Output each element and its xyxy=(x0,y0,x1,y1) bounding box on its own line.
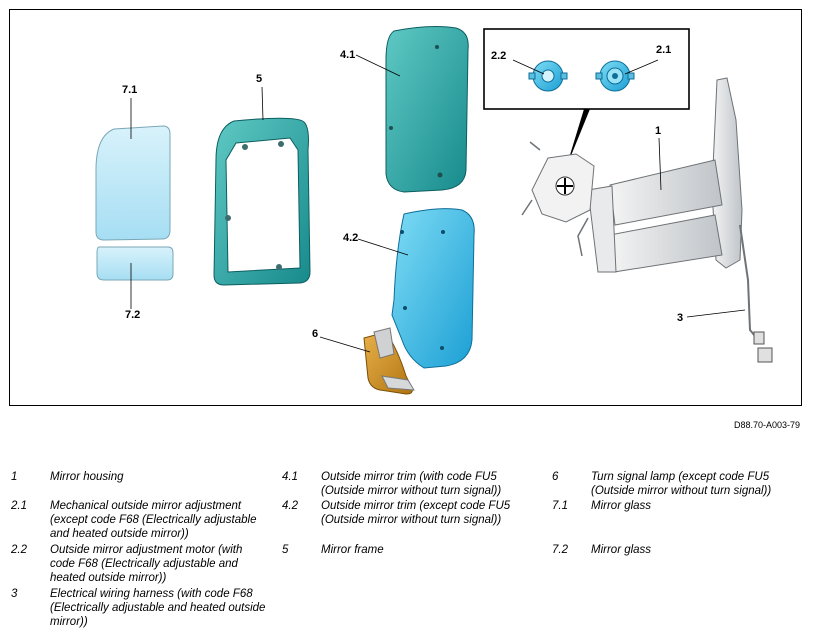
callout-7-1: 7.1 xyxy=(122,84,138,96)
callout-1: 1 xyxy=(655,125,662,137)
legend-description: Outside mirror adjustment motor (with co… xyxy=(50,544,243,584)
legend-number: 7.2 xyxy=(552,544,568,556)
frame-screw xyxy=(278,141,284,147)
callout-7-2: 7.2 xyxy=(125,309,141,321)
legend-description: Mirror frame xyxy=(321,544,384,556)
mirror-glass-upper xyxy=(95,125,171,241)
legend-number: 6 xyxy=(552,471,559,483)
legend-description: Mirror housing xyxy=(50,471,124,483)
legend-number: 4.2 xyxy=(282,500,298,512)
detail-inset-box xyxy=(483,28,690,110)
legend-number: 2.1 xyxy=(11,500,27,512)
legend-number: 5 xyxy=(282,544,289,556)
wiring-harness xyxy=(739,224,761,343)
callout-3: 3 xyxy=(677,312,684,324)
callout-6: 6 xyxy=(312,328,319,340)
legend-number: 2.2 xyxy=(11,544,27,556)
legend-description: Outside mirror trim (with code FU5 (Outs… xyxy=(321,471,502,497)
frame-screw xyxy=(225,215,231,221)
mirror-housing xyxy=(521,77,743,273)
legend-number: 1 xyxy=(11,471,18,483)
callout-4-2: 4.2 xyxy=(343,232,359,244)
exploded-diagram: 7.1 7.2 5 4.1 4.2 6 2.2 2.1 1 3 xyxy=(9,9,802,406)
mirror-glass-lower xyxy=(96,246,174,281)
callout-2-1: 2.1 xyxy=(656,44,672,56)
adjustment-motor-2-2 xyxy=(528,60,568,92)
legend-description: Turn signal lamp (except code FU5 (Outsi… xyxy=(591,471,772,497)
legend-description: Mirror glass xyxy=(591,544,652,556)
detail-pointer xyxy=(566,109,590,168)
frame-screw xyxy=(276,264,282,270)
mirror-frame xyxy=(213,117,311,286)
callout-2-2: 2.2 xyxy=(491,50,507,62)
legend-description: Outside mirror trim (except code FU5 (Ou… xyxy=(321,500,511,526)
legend-description: Electrical wiring harness (with code F68… xyxy=(50,588,266,628)
diagram-drawing xyxy=(95,26,773,395)
mirror-trim-4-1 xyxy=(385,26,469,193)
figure-reference-code: D88.70-A003-79 xyxy=(733,420,800,430)
mechanical-adjustment-2-1 xyxy=(595,60,635,92)
callout-5: 5 xyxy=(256,73,263,85)
frame-screw xyxy=(242,144,248,150)
mirror-trim-4-2 xyxy=(391,208,475,369)
callout-4-1: 4.1 xyxy=(340,49,356,61)
legend-description: Mirror glass xyxy=(591,500,652,512)
legend-number: 3 xyxy=(11,588,18,600)
leader-lines xyxy=(130,54,746,353)
legend-number: 7.1 xyxy=(552,500,568,512)
legend-description: Mechanical outside mirror adjustment (ex… xyxy=(50,500,257,540)
legend-number: 4.1 xyxy=(282,471,298,483)
